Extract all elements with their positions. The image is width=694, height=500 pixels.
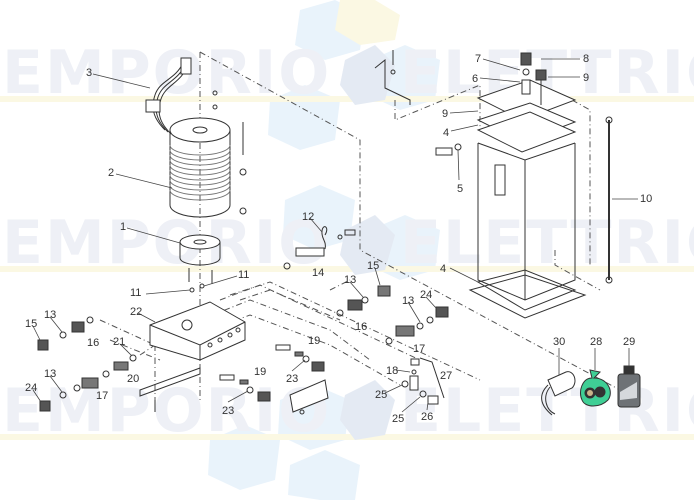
watermark-text-left: EMPORIO: [2, 38, 332, 108]
callout-13: 13: [344, 274, 357, 286]
callout-10: 10: [640, 193, 653, 205]
washer: [239, 168, 247, 176]
callout-13: 13: [44, 309, 57, 321]
oil-reservoir: [468, 79, 587, 319]
pump: [179, 234, 221, 293]
callout-9: 9: [583, 72, 590, 84]
callout-28: 28: [590, 336, 603, 348]
fittings-bottom: [401, 357, 445, 405]
callout-1: 1: [120, 221, 127, 233]
cable-harness: [145, 57, 192, 135]
fittings-center: [283, 226, 449, 345]
callout-27: 27: [440, 370, 453, 382]
breather-plug: [535, 69, 547, 81]
callout-16: 16: [87, 337, 100, 349]
callout-6: 6: [472, 73, 479, 85]
callout-13: 13: [402, 295, 415, 307]
callout-21: 21: [113, 336, 126, 348]
callout-11: 11: [238, 269, 250, 281]
callout-25: 25: [375, 389, 388, 401]
callout-16: 16: [355, 321, 368, 333]
motor: [169, 117, 231, 218]
callout-9: 9: [442, 108, 449, 120]
callout-17: 17: [96, 390, 109, 402]
oil-bottle: [617, 365, 641, 408]
watermark-text-left: EMPORIO: [2, 208, 332, 278]
guide-lines: [99, 51, 621, 410]
callout-24: 24: [25, 382, 38, 394]
mounting-bracket: [374, 58, 411, 105]
callout-8: 8: [583, 53, 590, 65]
callout-18: 18: [386, 365, 399, 377]
callout-3: 3: [86, 67, 93, 79]
watermark-text-left: EMPORIO: [2, 376, 332, 446]
capacitor: [541, 371, 576, 416]
callout-23: 23: [222, 405, 235, 417]
callout-11: 11: [130, 287, 142, 299]
callout-4: 4: [443, 127, 450, 139]
callout-5: 5: [457, 183, 464, 195]
callout-14: 14: [312, 267, 325, 279]
bracket: [139, 367, 201, 397]
nut: [239, 207, 247, 215]
callout-15: 15: [367, 260, 380, 272]
seal-kit-bag: [579, 369, 611, 407]
valves: [219, 344, 329, 415]
callout-19: 19: [308, 335, 321, 347]
leader-lines: [32, 58, 638, 413]
callout-23: 23: [286, 373, 299, 385]
screw: [212, 90, 218, 96]
bolt: [435, 147, 453, 156]
callout-25: 25: [392, 413, 405, 425]
manifold-block: [149, 301, 246, 361]
filler-cap: [520, 52, 532, 66]
callout-15: 15: [25, 318, 38, 330]
watermark-text-right: ELETTRICO: [400, 376, 694, 446]
watermark-text-right: ELETTRICO: [400, 208, 694, 278]
callout-12: 12: [302, 211, 315, 223]
callout-7: 7: [475, 53, 482, 65]
callout-30: 30: [553, 336, 566, 348]
callout-2: 2: [108, 167, 115, 179]
callout-17: 17: [413, 343, 426, 355]
fittings-left: [37, 316, 137, 412]
callout-4: 4: [440, 263, 447, 275]
callout-20: 20: [127, 373, 140, 385]
callout-19: 19: [254, 366, 267, 378]
callout-29: 29: [623, 336, 636, 348]
washer: [212, 104, 218, 110]
callout-26: 26: [421, 411, 434, 423]
callout-22: 22: [130, 306, 143, 318]
callout-24: 24: [420, 289, 433, 301]
callout-13: 13: [44, 368, 57, 380]
